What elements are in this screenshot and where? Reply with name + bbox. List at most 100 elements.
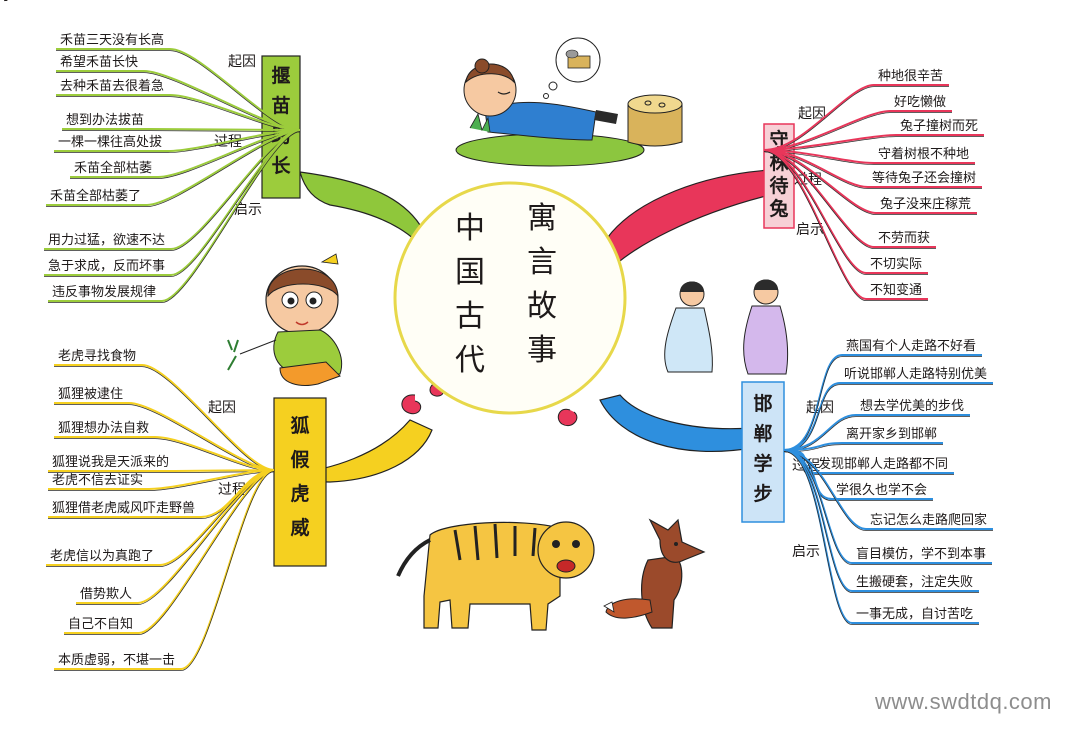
sleeping-farmer-illustration bbox=[455, 58, 645, 167]
branch-line bbox=[763, 149, 936, 248]
svg-text:郸: 郸 bbox=[753, 423, 772, 445]
branch-line bbox=[48, 129, 301, 302]
stage-label: 起因 bbox=[208, 400, 236, 416]
branch-box-hujia bbox=[273, 397, 327, 567]
branch-line bbox=[62, 128, 301, 131]
branch-line bbox=[56, 94, 301, 131]
svg-text:事: 事 bbox=[527, 333, 557, 368]
tree-stump-illustration bbox=[627, 94, 683, 147]
svg-text:言: 言 bbox=[527, 245, 557, 280]
branch-line-shadow bbox=[46, 131, 301, 207]
stage-hujia-0: 老虎寻找食物 bbox=[54, 348, 275, 472]
leaf-item: 想到办法拔苗 bbox=[66, 112, 144, 128]
leaf-item: 去种禾苗去很着急 bbox=[60, 78, 164, 94]
tiger-illustration bbox=[396, 521, 595, 631]
svg-text:狐: 狐 bbox=[290, 414, 309, 437]
svg-text:邯: 邯 bbox=[753, 393, 772, 415]
leaf-item: 生搬硬套，注定失败 bbox=[856, 574, 973, 590]
leaf-item: 希望禾苗长快 bbox=[60, 54, 138, 70]
branch-handan: 邯郸学步起因燕国有个人走路不好看听说邯郸人走路特别优美想去学优美的步伐过程离开家… bbox=[753, 338, 993, 625]
leaf-item: 老虎信以为真跑了 bbox=[50, 549, 154, 564]
leaf-item: 禾苗三天没有长高 bbox=[60, 32, 164, 48]
branch-line bbox=[783, 382, 993, 451]
leaf-item: 不切实际 bbox=[870, 257, 922, 272]
branch-line bbox=[783, 414, 970, 451]
svg-text:虎: 虎 bbox=[290, 482, 309, 505]
leaf-item: 好吃懒做 bbox=[894, 94, 946, 110]
branch-line-shadow bbox=[783, 451, 979, 625]
branch-line bbox=[76, 469, 275, 604]
fox-illustration bbox=[603, 518, 706, 629]
branch-line bbox=[54, 469, 275, 670]
branch-hujia: 狐假虎威老虎寻找食物起因狐狸被逮住狐狸想办法自救过程狐狸说我是天派来的老虎不信去… bbox=[0, 0, 310, 671]
branch-line bbox=[763, 84, 949, 151]
leaf-item: 听说邯郸人走路特别优美 bbox=[844, 366, 987, 382]
stage-handan-2: 启示盲目模仿，学不到本事生搬硬套，注定失败一事无成，自讨苦吃 bbox=[783, 449, 992, 625]
leaf-item: 兔子撞树而死 bbox=[900, 119, 978, 134]
branch-bamiao: 揠苗助长起因禾苗三天没有长高希望禾苗长快去种禾苗去很着急过程想到办法拔苗一棵一棵… bbox=[44, 32, 301, 303]
leaf-item: 燕国有个人走路不好看 bbox=[846, 338, 976, 354]
svg-text:故: 故 bbox=[527, 289, 557, 324]
leaf-item: 不劳而获 bbox=[878, 230, 930, 246]
stage-label: 启示 bbox=[234, 202, 262, 218]
branch-line-shadow bbox=[48, 131, 301, 303]
center-circle bbox=[393, 181, 627, 415]
leaf-item: 学很久也学不会 bbox=[836, 482, 927, 498]
svg-text:寓: 寓 bbox=[527, 201, 557, 236]
leaf-item: 违反事物发展规律 bbox=[52, 284, 156, 300]
leaf-item: 一棵一棵往高处拔 bbox=[58, 134, 162, 150]
leaf-item: 急于求成，反而坏事 bbox=[48, 259, 165, 274]
two-walking-scholars-illustration bbox=[664, 279, 789, 375]
branch-line bbox=[783, 449, 993, 530]
svg-text:威: 威 bbox=[290, 516, 309, 539]
svg-text:假: 假 bbox=[290, 448, 309, 471]
leaf-item: 老虎不信去证实 bbox=[52, 473, 143, 488]
svg-text:苗: 苗 bbox=[271, 95, 290, 117]
svg-text:学: 学 bbox=[753, 452, 772, 475]
branch-line bbox=[54, 402, 275, 471]
boy-pulling-seedling-illustration bbox=[227, 253, 342, 386]
branch-line bbox=[54, 436, 275, 471]
leaf-item: 借势欺人 bbox=[80, 586, 132, 602]
branches-layer: 揠苗助长起因禾苗三天没有长高希望禾苗长快去种禾苗去很着急过程想到办法拔苗一棵一棵… bbox=[0, 0, 993, 671]
leaf-item: 老虎寻找食物 bbox=[58, 348, 136, 364]
leaf-item: 狐狸借老虎威风吓走野兽 bbox=[52, 501, 195, 516]
branch-line bbox=[783, 442, 943, 451]
stage-label: 启示 bbox=[796, 222, 824, 238]
svg-text:步: 步 bbox=[753, 483, 772, 505]
leaf-item: 盲目模仿，学不到本事 bbox=[856, 546, 986, 562]
leaf-item: 想去学优美的步伐 bbox=[860, 398, 964, 414]
leaf-item: 离开家乡到邯郸 bbox=[846, 426, 937, 442]
stage-label: 启示 bbox=[0, 0, 14, 4]
leaf-item: 狐狸被逮住 bbox=[58, 387, 123, 402]
svg-text:兔: 兔 bbox=[768, 197, 788, 220]
leaf-item: 忘记怎么走路爬回家 bbox=[870, 512, 987, 528]
branch-line-shadow bbox=[64, 471, 275, 635]
thought-bubble-rabbit-icon bbox=[543, 37, 601, 99]
leaf-item: 用力过猛，欲速不达 bbox=[48, 232, 165, 248]
leaf-item: 狐狸想办法自救 bbox=[58, 420, 149, 436]
svg-text:代: 代 bbox=[455, 343, 485, 378]
branch-line-shadow bbox=[763, 151, 928, 301]
leaf-item: 一事无成，自讨苦吃 bbox=[856, 606, 973, 622]
branch-line bbox=[783, 449, 979, 592]
branch-box-shouzhu bbox=[763, 123, 795, 229]
branch-line bbox=[763, 149, 928, 300]
svg-text:国: 国 bbox=[455, 255, 485, 290]
svg-text:揠: 揠 bbox=[271, 64, 290, 87]
branch-line bbox=[48, 469, 275, 490]
branch-line bbox=[54, 364, 275, 471]
branch-line bbox=[64, 469, 275, 634]
leaf-item: 禾苗全部枯萎了 bbox=[50, 188, 141, 204]
